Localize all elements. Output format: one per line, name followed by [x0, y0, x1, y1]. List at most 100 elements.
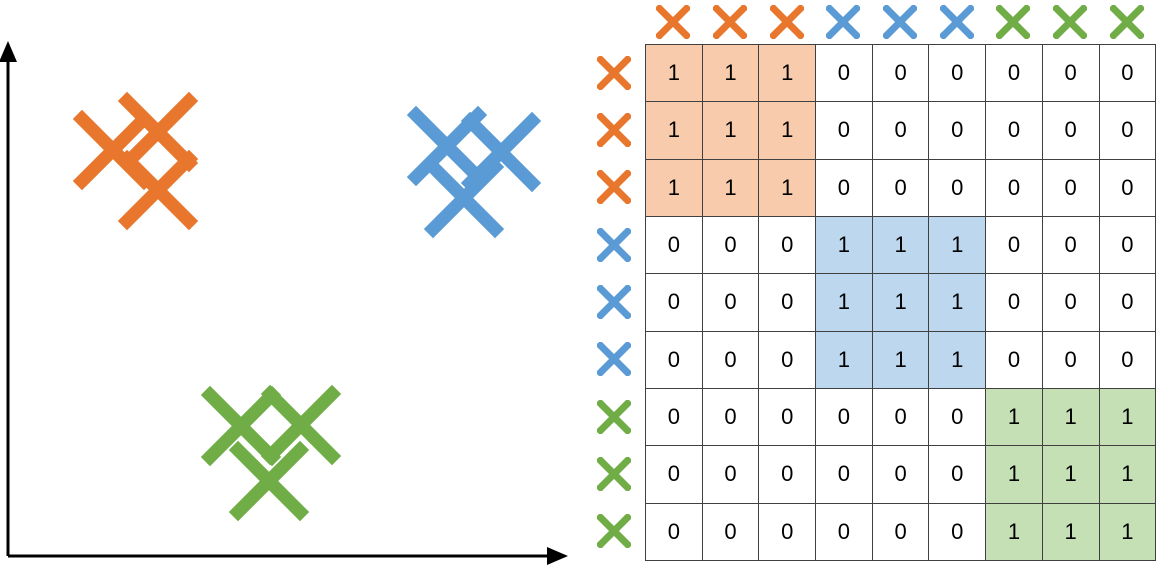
matrix-cell-r2-c4[interactable]: 0 — [815, 101, 873, 160]
matrix-cell-r7-c3[interactable]: 0 — [758, 387, 817, 447]
matrix-cell-r2-c2[interactable]: 1 — [701, 101, 760, 160]
matrix-column-header-4[interactable] — [815, 2, 872, 42]
matrix-cell-r7-c7[interactable]: 1 — [985, 387, 1043, 447]
matrix-row-header-7[interactable] — [585, 388, 643, 445]
matrix-column-header-9[interactable] — [1098, 2, 1155, 42]
matrix-cell-r7-c4[interactable]: 0 — [815, 387, 873, 447]
matrix-cell-r6-c1[interactable]: 0 — [645, 330, 703, 389]
matrix-cell-r5-c7[interactable]: 0 — [985, 273, 1043, 332]
matrix-cell-r7-c5[interactable]: 0 — [871, 387, 930, 447]
matrix-cell-r3-c8[interactable]: 0 — [1041, 158, 1100, 217]
matrix-cell-r7-c8[interactable]: 1 — [1041, 387, 1100, 447]
matrix-cell-r1-c7[interactable]: 0 — [985, 43, 1043, 103]
matrix-row-header-4[interactable] — [585, 216, 643, 273]
matrix-cell-r8-c3[interactable]: 0 — [758, 445, 817, 504]
matrix-cell-r8-c2[interactable]: 0 — [701, 445, 760, 504]
matrix-cell-r8-c1[interactable]: 0 — [645, 445, 703, 504]
matrix-cell-r7-c2[interactable]: 0 — [701, 387, 760, 447]
matrix-cell-r2-c9[interactable]: 0 — [1098, 101, 1157, 160]
matrix-cell-r1-c8[interactable]: 0 — [1041, 43, 1100, 103]
matrix-cell-r6-c7[interactable]: 0 — [985, 330, 1043, 389]
matrix-cell-r1-c9[interactable]: 0 — [1098, 43, 1157, 103]
matrix-cell-r4-c8[interactable]: 0 — [1041, 215, 1100, 275]
matrix-cell-r9-c6[interactable]: 0 — [928, 502, 987, 561]
matrix-cell-r3-c5[interactable]: 0 — [871, 158, 930, 217]
matrix-cell-r2-c7[interactable]: 0 — [985, 101, 1043, 160]
matrix-row-header-2[interactable] — [585, 101, 643, 158]
matrix-row-header-9[interactable] — [585, 503, 643, 560]
matrix-cell-r8-c7[interactable]: 1 — [985, 445, 1043, 504]
matrix-cell-r4-c3[interactable]: 0 — [758, 215, 817, 275]
matrix-cell-r1-c5[interactable]: 0 — [871, 43, 930, 103]
matrix-cell-r3-c6[interactable]: 0 — [928, 158, 987, 217]
matrix-row-header-6[interactable] — [585, 331, 643, 388]
matrix-cell-r1-c3[interactable]: 1 — [758, 43, 817, 103]
matrix-cell-r6-c3[interactable]: 0 — [758, 330, 817, 389]
matrix-cell-r4-c6[interactable]: 1 — [928, 215, 987, 275]
matrix-cell-r4-c4[interactable]: 1 — [815, 215, 873, 275]
matrix-cell-r8-c8[interactable]: 1 — [1041, 445, 1100, 504]
matrix-cell-r6-c4[interactable]: 1 — [815, 330, 873, 389]
matrix-cell-r3-c2[interactable]: 1 — [701, 158, 760, 217]
matrix-row-header-1[interactable] — [585, 44, 643, 101]
matrix-cell-r6-c9[interactable]: 0 — [1098, 330, 1157, 389]
matrix-cell-r1-c6[interactable]: 0 — [928, 43, 987, 103]
matrix-cell-r3-c9[interactable]: 0 — [1098, 158, 1157, 217]
matrix-cell-r8-c4[interactable]: 0 — [815, 445, 873, 504]
matrix-cell-r1-c2[interactable]: 1 — [701, 43, 760, 103]
matrix-cell-r7-c1[interactable]: 0 — [645, 387, 703, 447]
matrix-cell-r7-c9[interactable]: 1 — [1098, 387, 1157, 447]
matrix-column-header-8[interactable] — [1042, 2, 1099, 42]
matrix-cell-r2-c5[interactable]: 0 — [871, 101, 930, 160]
matrix-cell-r7-c6[interactable]: 0 — [928, 387, 987, 447]
matrix-cell-r3-c7[interactable]: 0 — [985, 158, 1043, 217]
matrix-cell-r2-c8[interactable]: 0 — [1041, 101, 1100, 160]
matrix-cell-r9-c8[interactable]: 1 — [1041, 502, 1100, 561]
x-marker-icon — [597, 514, 631, 549]
matrix-cell-r2-c3[interactable]: 1 — [758, 101, 817, 160]
matrix-cell-r2-c1[interactable]: 1 — [645, 101, 703, 160]
matrix-cell-r9-c5[interactable]: 0 — [871, 502, 930, 561]
matrix-cell-r6-c2[interactable]: 0 — [701, 330, 760, 389]
matrix-cell-r3-c3[interactable]: 1 — [758, 158, 817, 217]
matrix-cell-r8-c6[interactable]: 0 — [928, 445, 987, 504]
matrix-cell-r5-c5[interactable]: 1 — [871, 273, 930, 332]
matrix-cell-r4-c9[interactable]: 0 — [1098, 215, 1157, 275]
matrix-cell-r5-c3[interactable]: 0 — [758, 273, 817, 332]
matrix-column-header-3[interactable] — [758, 2, 815, 42]
matrix-cell-r8-c5[interactable]: 0 — [871, 445, 930, 504]
matrix-column-header-6[interactable] — [928, 2, 985, 42]
matrix-cell-r4-c2[interactable]: 0 — [701, 215, 760, 275]
matrix-cell-r9-c4[interactable]: 0 — [815, 502, 873, 561]
matrix-cell-r9-c9[interactable]: 1 — [1098, 502, 1157, 561]
matrix-row-header-5[interactable] — [585, 273, 643, 330]
matrix-row-header-8[interactable] — [585, 445, 643, 502]
matrix-cell-r6-c6[interactable]: 1 — [928, 330, 987, 389]
matrix-cell-r4-c5[interactable]: 1 — [871, 215, 930, 275]
matrix-column-header-1[interactable] — [645, 2, 702, 42]
matrix-cell-r6-c8[interactable]: 0 — [1041, 330, 1100, 389]
matrix-cell-r5-c8[interactable]: 0 — [1041, 273, 1100, 332]
matrix-cell-r1-c1[interactable]: 1 — [645, 43, 703, 103]
matrix-cell-r1-c4[interactable]: 0 — [815, 43, 873, 103]
matrix-cell-r9-c1[interactable]: 0 — [645, 502, 703, 561]
matrix-cell-r5-c4[interactable]: 1 — [815, 273, 873, 332]
matrix-column-header-5[interactable] — [872, 2, 929, 42]
matrix-cell-r3-c1[interactable]: 1 — [645, 158, 703, 217]
matrix-cell-r4-c1[interactable]: 0 — [645, 215, 703, 275]
matrix-cell-r8-c9[interactable]: 1 — [1098, 445, 1157, 504]
matrix-cell-r2-c6[interactable]: 0 — [928, 101, 987, 160]
matrix-cell-r5-c2[interactable]: 0 — [701, 273, 760, 332]
matrix-cell-r5-c9[interactable]: 0 — [1098, 273, 1157, 332]
matrix-cell-r3-c4[interactable]: 0 — [815, 158, 873, 217]
matrix-row-header-3[interactable] — [585, 159, 643, 216]
matrix-column-header-2[interactable] — [702, 2, 759, 42]
matrix-cell-r4-c7[interactable]: 0 — [985, 215, 1043, 275]
matrix-cell-r5-c1[interactable]: 0 — [645, 273, 703, 332]
matrix-cell-r9-c2[interactable]: 0 — [701, 502, 760, 561]
matrix-cell-r9-c7[interactable]: 1 — [985, 502, 1043, 561]
matrix-cell-r6-c5[interactable]: 1 — [871, 330, 930, 389]
matrix-cell-r9-c3[interactable]: 0 — [758, 502, 817, 561]
matrix-cell-r5-c6[interactable]: 1 — [928, 273, 987, 332]
matrix-column-header-7[interactable] — [985, 2, 1042, 42]
